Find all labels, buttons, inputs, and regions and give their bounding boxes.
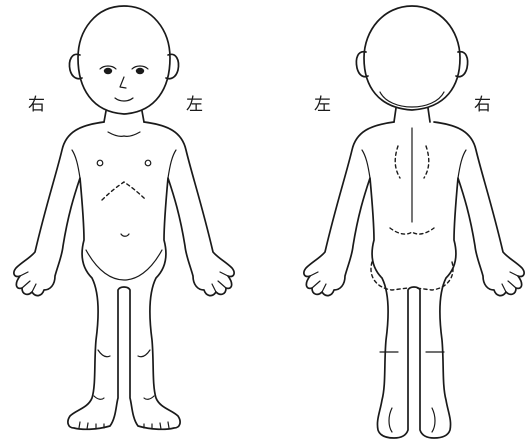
- front-knee-left: [138, 350, 150, 357]
- label-front-right-side: 左: [186, 95, 203, 115]
- front-knee-right: [98, 350, 110, 357]
- front-nose: [120, 77, 126, 88]
- back-heel-right: [432, 408, 435, 432]
- back-scapula-left: [395, 146, 400, 178]
- front-armpit-right: [72, 150, 80, 178]
- back-buttock-left: [371, 262, 408, 290]
- front-armpit-left: [168, 150, 176, 178]
- back-scapula-right: [424, 146, 429, 178]
- front-ankle-left: [144, 396, 154, 399]
- front-pupil-left: [136, 68, 144, 74]
- front-clavicles: [108, 132, 140, 136]
- front-nipple-right: [97, 160, 103, 166]
- back-head: [364, 6, 460, 110]
- back-body-outline: [304, 122, 524, 438]
- front-navel: [121, 234, 129, 236]
- front-nipple-left: [145, 160, 151, 166]
- front-groin-line: [86, 250, 162, 280]
- front-pupil-right: [104, 68, 112, 74]
- label-front-left-side: 右: [28, 95, 45, 115]
- back-armpit-right: [458, 150, 466, 178]
- back-heel-left: [389, 408, 392, 432]
- front-body-view: [14, 6, 234, 429]
- back-lumbar-line: [390, 228, 434, 234]
- front-mouth: [115, 98, 133, 101]
- front-neck: [104, 111, 144, 122]
- front-rib-line: [102, 182, 146, 200]
- front-body-outline: [14, 122, 234, 429]
- back-body-view: [304, 6, 524, 438]
- back-armpit-left: [362, 150, 370, 178]
- label-back-right-side: 右: [474, 95, 491, 115]
- label-back-left-side: 左: [314, 95, 331, 115]
- front-head: [78, 6, 170, 114]
- front-ankle-right: [94, 396, 104, 399]
